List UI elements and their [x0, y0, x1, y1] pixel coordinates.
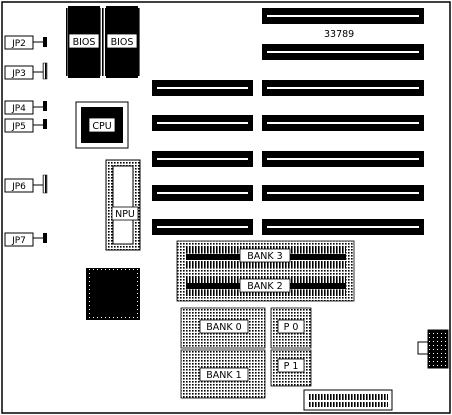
board-id-number: 33789: [324, 29, 354, 40]
svg-text:JP4: JP4: [11, 104, 26, 114]
svg-text:P 0: P 0: [284, 322, 299, 333]
jumper-jp7: JP7: [4, 232, 47, 247]
svg-text:JP3: JP3: [11, 69, 26, 79]
jumper-jp2: JP2: [4, 35, 47, 50]
svg-text:BANK 0: BANK 0: [206, 322, 241, 333]
p0-label: P 0: [277, 319, 305, 334]
svg-text:JP5: JP5: [11, 122, 26, 132]
jumper-jp6: JP6: [4, 174, 48, 194]
svg-text:BANK 1: BANK 1: [206, 370, 241, 381]
svg-text:NPU: NPU: [115, 209, 135, 220]
npu-socket: NPU: [105, 159, 141, 251]
simm-bank-area: BANK 3 BANK 2: [176, 240, 355, 302]
bank-0-label: BANK 0: [199, 319, 249, 334]
jumper-jp3: JP3: [4, 62, 48, 80]
bank-2-label: BANK 2: [239, 278, 291, 293]
svg-text:JP2: JP2: [11, 39, 26, 49]
svg-text:JP7: JP7: [11, 236, 26, 246]
cache-area: BANK 0 BANK 1 P 0 P 1: [180, 307, 312, 399]
cpu-chip: CPU: [75, 101, 129, 149]
svg-text:BIOS: BIOS: [111, 37, 134, 48]
p1-label: P 1: [277, 358, 305, 373]
svg-text:BIOS: BIOS: [73, 37, 96, 48]
jumpers: JP2 JP3 JP4 JP5 JP6: [4, 35, 48, 247]
svg-text:P 1: P 1: [284, 361, 299, 372]
svg-text:CPU: CPU: [92, 121, 111, 132]
bank-1-label: BANK 1: [199, 367, 249, 382]
bios-chip-right: BIOS: [103, 6, 141, 78]
svg-text:JP6: JP6: [11, 182, 26, 192]
bios-chip-left: BIOS: [65, 6, 103, 78]
power-connector: [303, 389, 393, 411]
svg-text:BANK 3: BANK 3: [247, 251, 282, 262]
jumper-jp4: JP4: [4, 100, 47, 115]
bank-3-label: BANK 3: [239, 248, 291, 263]
jumper-jp5: JP5: [4, 118, 47, 133]
keyboard-connector: [417, 329, 449, 369]
svg-text:BANK 2: BANK 2: [247, 281, 282, 292]
